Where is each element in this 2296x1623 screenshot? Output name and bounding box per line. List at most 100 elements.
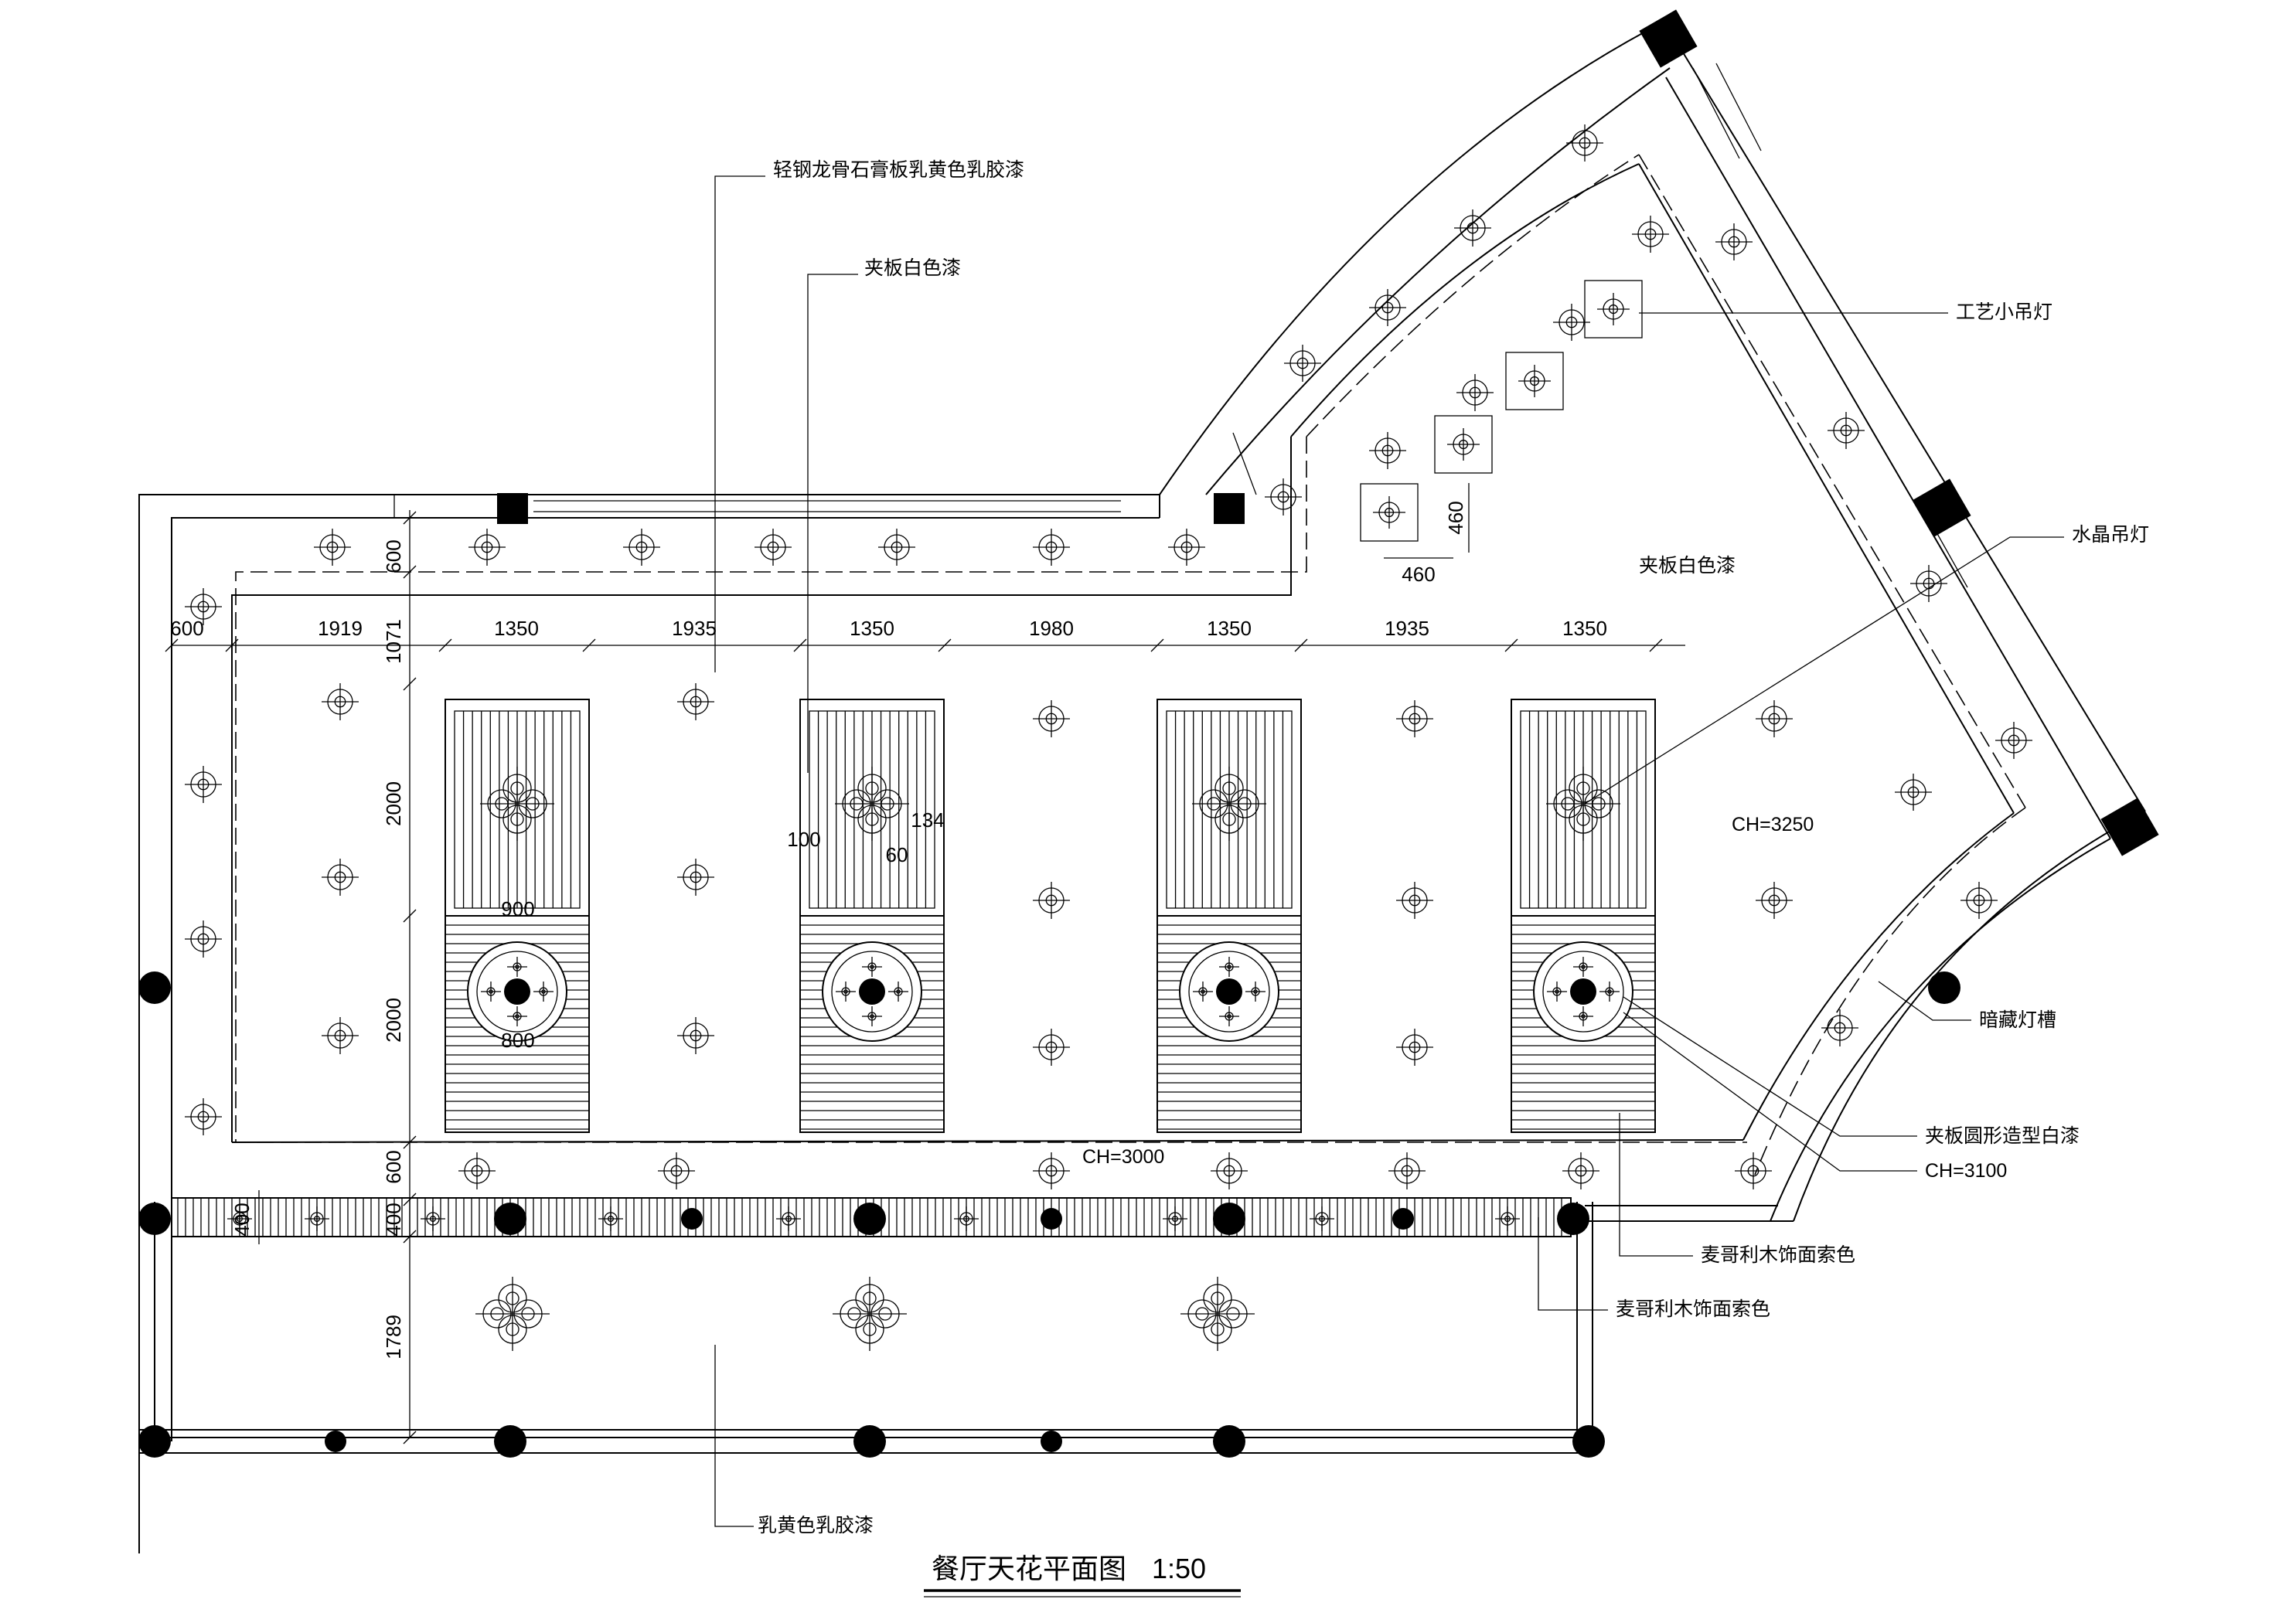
dim-tick bbox=[403, 1230, 417, 1244]
downlight-icon bbox=[507, 1006, 527, 1026]
dim-pendant-h: 460 bbox=[1444, 501, 1467, 534]
column-icon bbox=[1913, 478, 1971, 537]
downlight-icon bbox=[1245, 982, 1266, 1002]
annotation-texts: 轻钢龙骨石膏板乳黄色乳胶漆 夹板白色漆 工艺小吊灯 夹板白色漆 水晶吊灯 CH=… bbox=[758, 159, 2149, 1536]
plywood-ceiling-outline bbox=[231, 163, 2015, 1143]
downlight-icon bbox=[1193, 982, 1213, 1002]
column-icon bbox=[1392, 1208, 1414, 1230]
feature-panels bbox=[445, 699, 1656, 1133]
dim-slat-100: 100 bbox=[787, 828, 820, 851]
downlight-icon bbox=[1573, 957, 1593, 977]
note-hidden-light-trough: 暗藏灯槽 bbox=[1979, 1009, 2056, 1031]
dim-tick bbox=[403, 1193, 417, 1206]
dimension-lines bbox=[165, 483, 1685, 1444]
crystal-chandelier-icon bbox=[835, 767, 909, 841]
downlight-icon bbox=[1518, 365, 1551, 397]
dim-tick bbox=[403, 909, 417, 923]
downlight-icon bbox=[185, 588, 222, 625]
dim-tick bbox=[403, 1135, 417, 1149]
crystal-chandelier-group bbox=[475, 1277, 1255, 1351]
dim-top-4: 1350 bbox=[850, 617, 894, 640]
crystal-chandelier-icon bbox=[1192, 767, 1266, 841]
downlight-icon bbox=[421, 1206, 445, 1231]
round-feature-pendant bbox=[859, 978, 885, 1005]
dim-left-6: 1789 bbox=[382, 1315, 405, 1359]
downlight-icon bbox=[1388, 1152, 1426, 1189]
column-icon bbox=[497, 493, 528, 524]
downlight-icon bbox=[776, 1206, 801, 1231]
dim-top-1: 1919 bbox=[318, 617, 363, 640]
downlight-icon bbox=[1369, 432, 1406, 469]
downlight-icon bbox=[1033, 882, 1070, 919]
downlight-icon bbox=[1033, 1152, 1070, 1189]
note-ch3100: CH=3100 bbox=[1925, 1160, 2007, 1182]
feature-panel bbox=[445, 699, 590, 1133]
round-feature-inner bbox=[831, 951, 913, 1033]
downlight-icon bbox=[677, 683, 714, 720]
dim-tick bbox=[938, 638, 952, 652]
column-icon bbox=[138, 971, 171, 1004]
feature-panel bbox=[799, 699, 945, 1133]
column-icon bbox=[494, 1203, 526, 1235]
downlight-icon bbox=[862, 1006, 882, 1026]
note-crystal-chandelier: 水晶吊灯 bbox=[2072, 524, 2149, 546]
downlight-icon bbox=[1219, 1006, 1239, 1026]
column-icon bbox=[325, 1431, 346, 1452]
column-icon bbox=[681, 1208, 703, 1230]
downlight-icon bbox=[322, 1017, 359, 1054]
column-icon bbox=[853, 1203, 886, 1235]
note-plywood-white-right: 夹板白色漆 bbox=[1639, 555, 1736, 577]
feature-panel bbox=[1511, 699, 1656, 1133]
downlight-icon bbox=[533, 982, 554, 1002]
downlight-icon bbox=[658, 1152, 695, 1189]
downlight-icon bbox=[1562, 1152, 1599, 1189]
crystal-chandelier-icon bbox=[833, 1277, 907, 1351]
downlight-icon bbox=[322, 683, 359, 720]
note-plywood-white-top: 夹板白色漆 bbox=[864, 257, 961, 279]
downlight-icon bbox=[1910, 565, 1947, 602]
dim-top-2: 1350 bbox=[494, 617, 539, 640]
downlight-icon bbox=[1821, 1009, 1858, 1046]
downlight-icon bbox=[1895, 774, 1932, 811]
dim-left-5: 400 bbox=[382, 1203, 405, 1236]
downlight-icon bbox=[1553, 304, 1590, 341]
dim-tick bbox=[403, 677, 417, 691]
dim-top-8: 1350 bbox=[1562, 617, 1607, 640]
dim-pendant-w: 460 bbox=[1402, 563, 1435, 586]
dim-tick bbox=[1150, 638, 1164, 652]
walls bbox=[138, 30, 2146, 1553]
crystal-chandelier-icon bbox=[475, 1277, 550, 1351]
downlight-icon bbox=[458, 1152, 496, 1189]
crystal-chandelier-icon bbox=[480, 767, 554, 841]
dim-tick bbox=[793, 638, 807, 652]
downlight-icon bbox=[1284, 345, 1321, 382]
downlight-icon bbox=[1033, 529, 1070, 566]
downlight-icon bbox=[1756, 882, 1793, 919]
dimension-texts: 600 1919 1350 1935 1350 1980 1350 1935 1… bbox=[170, 501, 1607, 1359]
ch-right-area: CH=3250 bbox=[1732, 814, 1814, 835]
downlight-icon bbox=[1995, 722, 2032, 759]
dim-tick bbox=[403, 565, 417, 579]
hidden-light-trough bbox=[235, 154, 2026, 1176]
round-feature-pendant bbox=[504, 978, 530, 1005]
column-icon bbox=[1214, 493, 1245, 524]
dim-tick bbox=[403, 1431, 417, 1444]
downlight-icon bbox=[1447, 428, 1480, 461]
dim-top-5: 1980 bbox=[1029, 617, 1074, 640]
pendant-frame bbox=[1360, 483, 1419, 542]
feature-panel bbox=[1157, 699, 1302, 1133]
downlight-icon bbox=[677, 859, 714, 896]
downlight-icon bbox=[322, 859, 359, 896]
round-feature-pendant bbox=[1570, 978, 1596, 1005]
pendant-lamp-group bbox=[1360, 280, 1643, 542]
downlight-icon bbox=[1373, 496, 1405, 529]
downlight-icon bbox=[1715, 223, 1753, 260]
column-icon bbox=[138, 1203, 171, 1235]
downlight-icon bbox=[305, 1206, 329, 1231]
downlight-icon bbox=[1396, 700, 1433, 737]
downlight-icon bbox=[507, 957, 527, 977]
downlight-icon bbox=[1735, 1152, 1772, 1189]
column-icon bbox=[1557, 1203, 1589, 1235]
dim-slat-60: 60 bbox=[886, 843, 908, 866]
